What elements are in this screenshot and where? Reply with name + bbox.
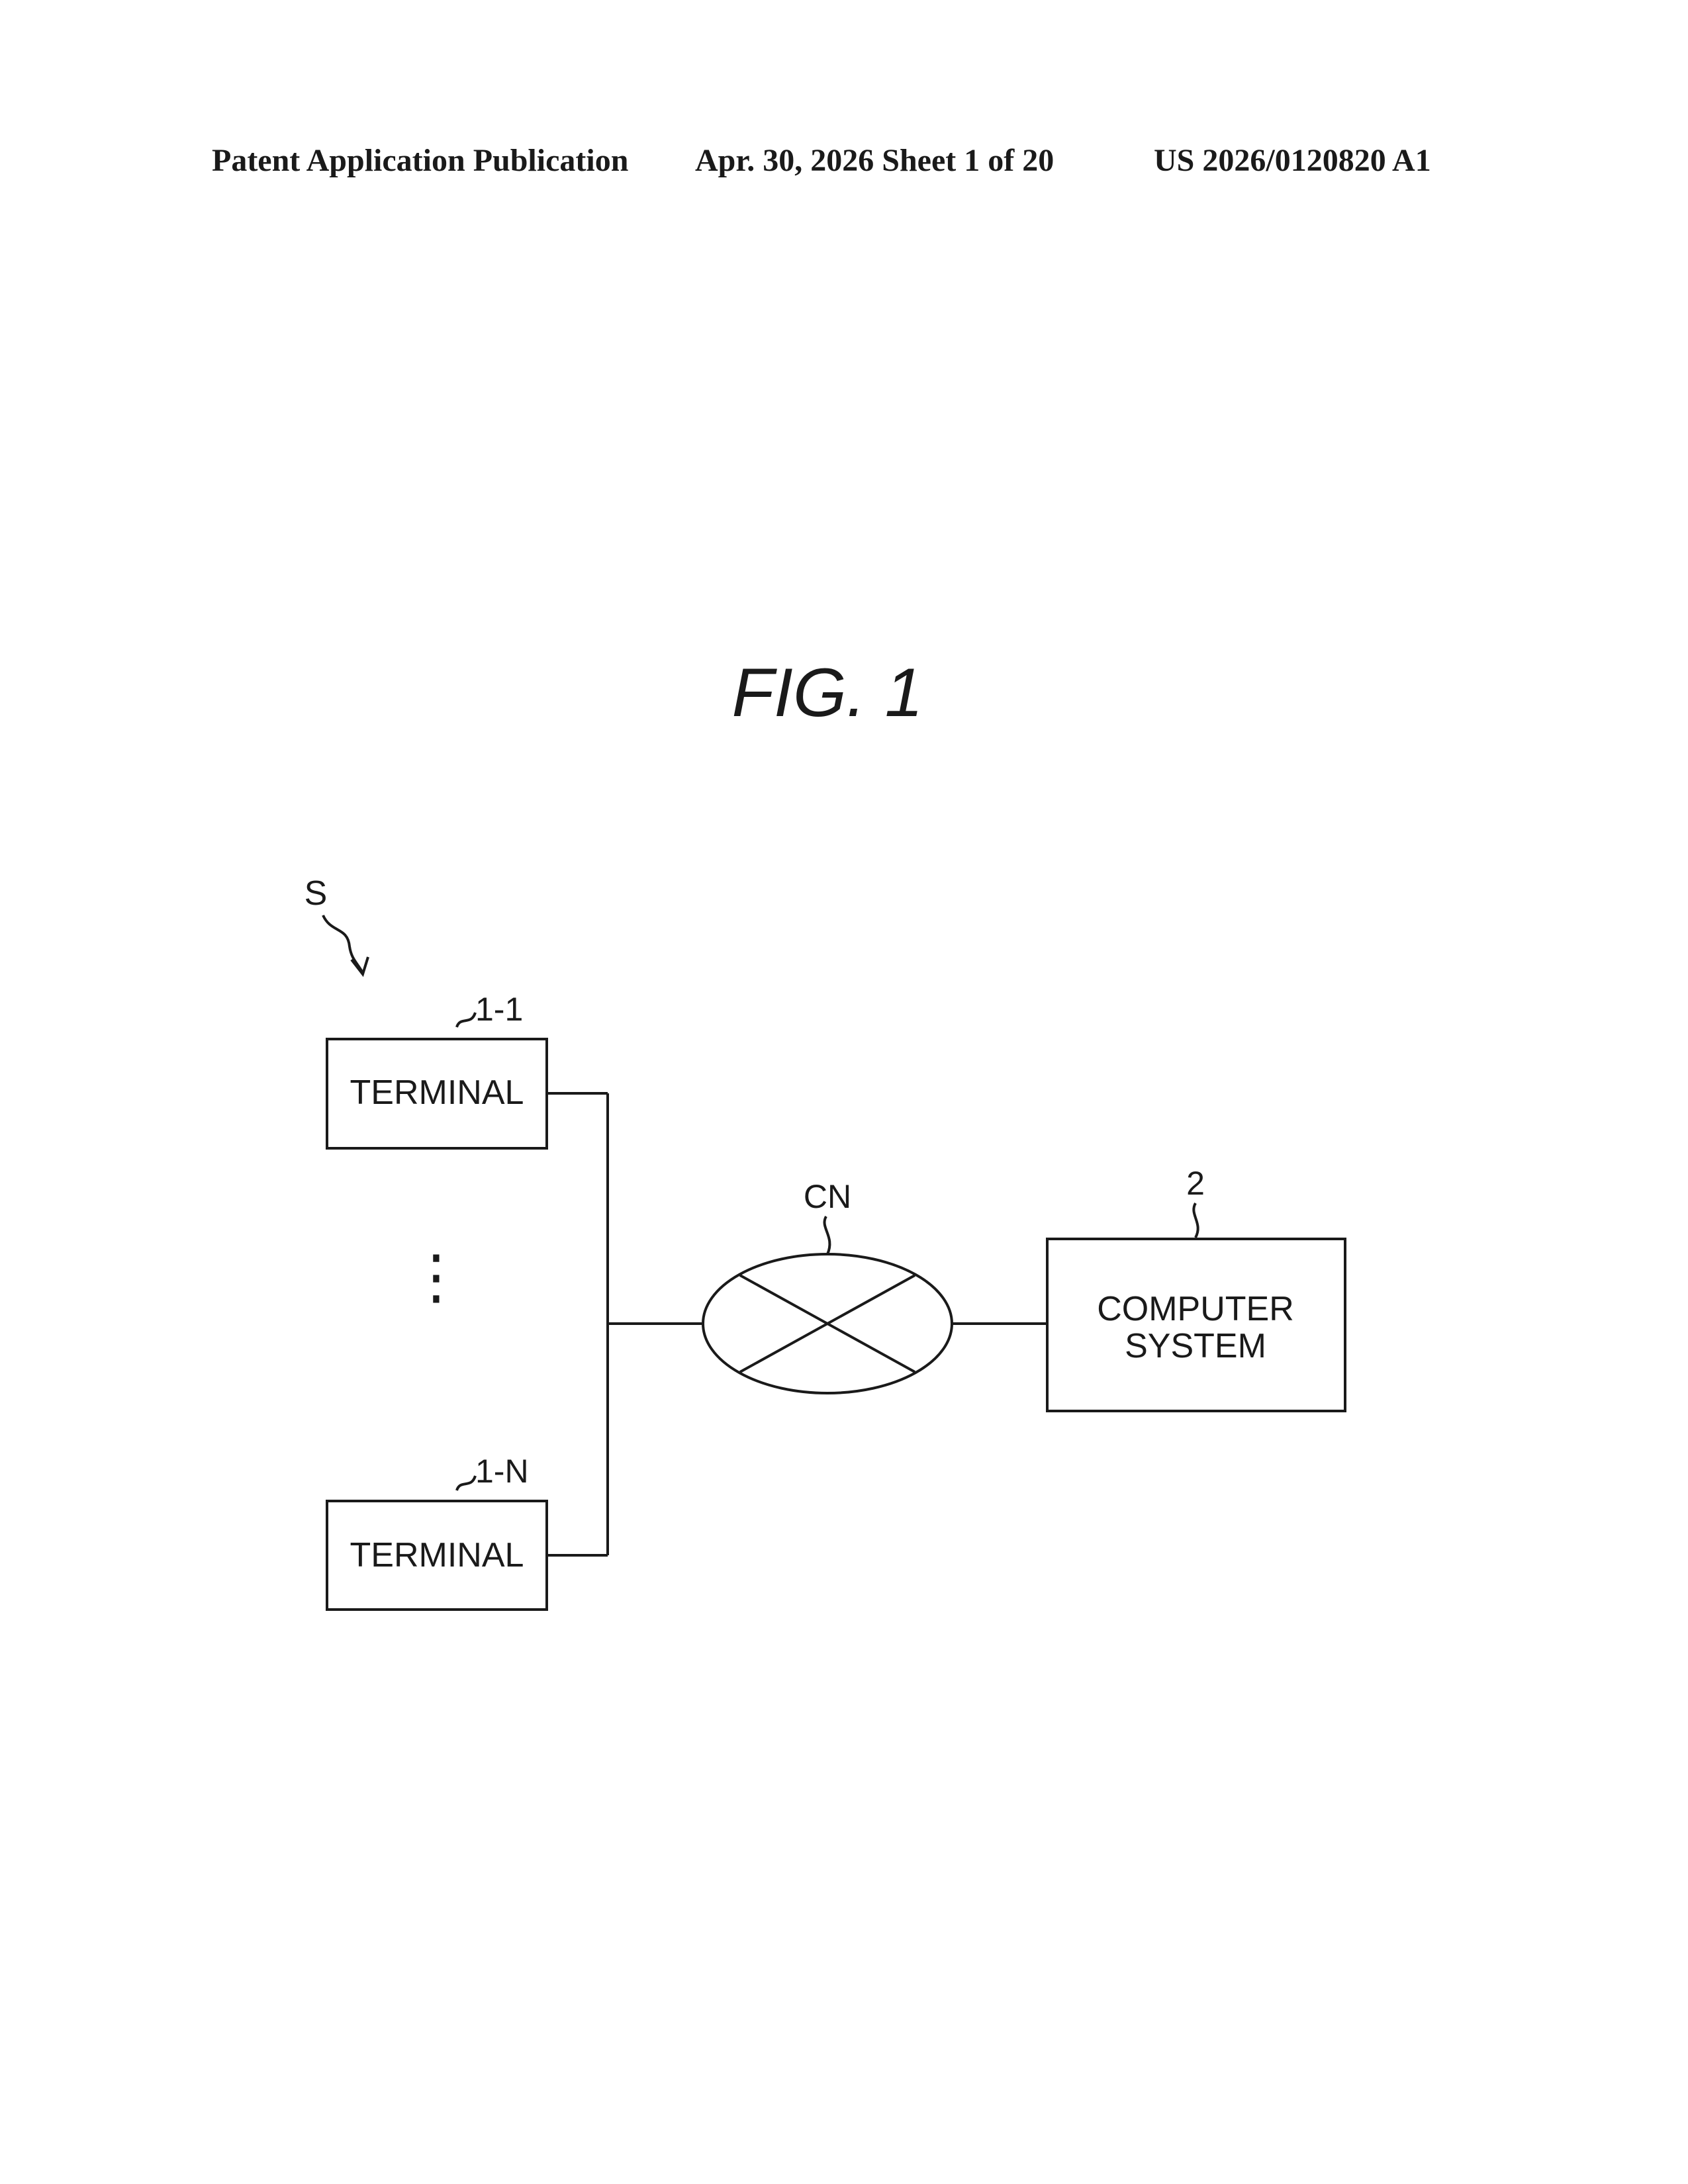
computer-system-ref: 2 <box>1186 1165 1205 1202</box>
terminal-ellipsis: ⋮ <box>406 1244 466 1310</box>
figure-title: FIG. 1 <box>732 655 923 731</box>
terminal-bottom-ref: 1-N <box>475 1453 529 1490</box>
computer-system-label-line1: COMPUTER <box>1097 1290 1294 1328</box>
terminal-top-label: TERMINAL <box>350 1073 524 1112</box>
network-ref: CN <box>804 1178 851 1215</box>
system-ref-label: S <box>305 874 328 913</box>
computer-system-label-line2: SYSTEM <box>1125 1327 1266 1365</box>
terminal-bottom-label: TERMINAL <box>350 1536 524 1574</box>
terminal-top-ref: 1-1 <box>475 991 523 1028</box>
system-ref-arrow-line <box>323 915 363 973</box>
terminal-bottom-ref-leader <box>457 1476 475 1490</box>
computer-system-ref-leader <box>1194 1203 1197 1238</box>
network-ref-leader <box>824 1216 829 1254</box>
terminal-top-ref-leader <box>457 1013 475 1027</box>
